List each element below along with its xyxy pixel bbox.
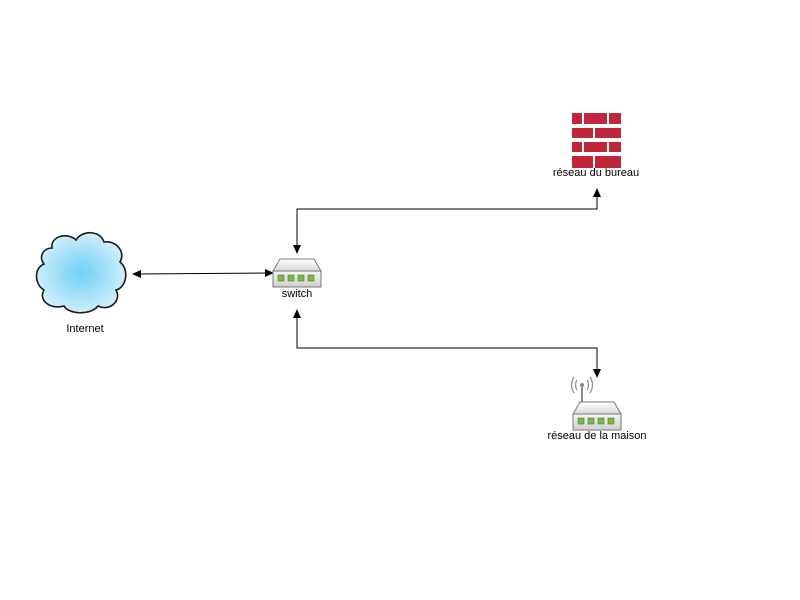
switch-label: switch xyxy=(281,288,313,300)
arrowhead-left xyxy=(132,270,141,278)
office-network-node[interactable] xyxy=(572,113,621,168)
internet-label: Internet xyxy=(66,323,104,335)
arrowhead-up xyxy=(293,309,301,318)
port-light xyxy=(297,274,305,282)
office-network-label: réseau du bureau xyxy=(552,167,640,179)
port-light xyxy=(587,417,595,425)
firewall-brick-icon xyxy=(572,113,621,168)
port-light xyxy=(607,417,615,425)
connector-switch-office xyxy=(293,188,601,254)
home-network-label: réseau de la maison xyxy=(547,430,647,442)
arrowhead-down xyxy=(293,245,301,254)
connector-switch-home xyxy=(293,309,601,378)
port-light xyxy=(577,417,585,425)
internet-node[interactable] xyxy=(35,231,127,314)
port-light xyxy=(287,274,295,282)
arrowhead-right xyxy=(265,269,274,277)
network-switch-icon xyxy=(272,258,322,288)
port-light xyxy=(307,274,315,282)
connector-internet-switch xyxy=(132,269,274,278)
port-light xyxy=(597,417,605,425)
cloud-icon xyxy=(35,231,127,314)
wireless-router-icon xyxy=(570,376,622,431)
switch-node[interactable] xyxy=(272,258,322,288)
home-network-node[interactable] xyxy=(570,376,622,431)
port-light xyxy=(277,274,285,282)
arrowhead-down xyxy=(593,369,601,378)
arrowhead-up xyxy=(593,188,601,197)
